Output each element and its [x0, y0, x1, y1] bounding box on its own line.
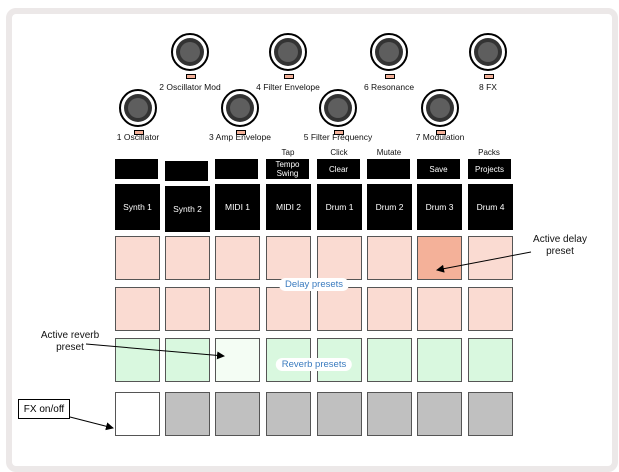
delay-preset-pad[interactable]	[215, 287, 260, 331]
knob[interactable]	[268, 32, 308, 72]
track-button[interactable]: Drum 4	[468, 184, 513, 230]
track-button[interactable]: MIDI 1	[215, 184, 260, 230]
track-button[interactable]: Drum 1	[317, 184, 362, 230]
reverb-preset-pad[interactable]	[115, 338, 160, 382]
fx-pad[interactable]	[266, 392, 311, 436]
delay-preset-pad[interactable]	[367, 287, 412, 331]
fx-pad[interactable]	[417, 392, 462, 436]
fx-onoff-callout: FX on/off	[18, 399, 70, 419]
knob-led	[484, 74, 494, 79]
delay-preset-pad[interactable]	[468, 287, 513, 331]
track-button[interactable]: Drum 3	[417, 184, 462, 230]
delay-preset-pad[interactable]	[417, 287, 462, 331]
delay-preset-pad[interactable]	[165, 236, 210, 280]
reverb-preset-pad[interactable]	[165, 338, 210, 382]
knob[interactable]	[118, 88, 158, 128]
delay-preset-pad[interactable]	[115, 287, 160, 331]
delay-preset-pad[interactable]	[266, 287, 311, 331]
knob[interactable]	[420, 88, 460, 128]
fx-pad[interactable]	[367, 392, 412, 436]
fx-pad[interactable]	[468, 392, 513, 436]
track-button[interactable]: Synth 1	[115, 184, 160, 230]
fx-pad[interactable]	[115, 392, 160, 436]
function-button[interactable]: Projects	[468, 159, 511, 179]
delay-presets-label: Delay presets	[278, 278, 350, 291]
knob-label: 5 Filter Frequency	[303, 132, 373, 142]
active-delay-callout: Active delay preset	[520, 234, 600, 258]
reverb-preset-pad[interactable]	[215, 338, 260, 382]
knob-label: 1 Oscillator	[116, 132, 160, 142]
knob-led	[284, 74, 294, 79]
track-button[interactable]: MIDI 2	[266, 184, 311, 230]
track-button[interactable]: Synth 2	[165, 186, 210, 232]
reverb-preset-pad[interactable]	[367, 338, 412, 382]
knob-led	[334, 130, 344, 135]
fx-pad[interactable]	[165, 392, 210, 436]
delay-preset-pad[interactable]	[317, 236, 362, 280]
fx-pad[interactable]	[215, 392, 260, 436]
function-button[interactable]: Clear	[317, 159, 360, 179]
knob-label: 8 FX	[479, 82, 497, 92]
knob-led	[436, 130, 446, 135]
delay-preset-pad[interactable]	[266, 236, 311, 280]
tap-label: Tap	[281, 148, 295, 157]
delay-preset-pad[interactable]	[367, 236, 412, 280]
reverb-preset-pad[interactable]	[417, 338, 462, 382]
knob-label: 4 Filter Envelope	[256, 82, 320, 92]
track-button[interactable]: Drum 2	[367, 184, 412, 230]
knob-label: 2 Oscillator Mod	[159, 82, 221, 92]
delay-preset-pad[interactable]	[165, 287, 210, 331]
knob[interactable]	[220, 88, 260, 128]
knob-label: 7 Modulation	[415, 132, 465, 142]
delay-preset-pad[interactable]	[115, 236, 160, 280]
fx-pad[interactable]	[317, 392, 362, 436]
reverb-preset-pad[interactable]	[468, 338, 513, 382]
knob[interactable]	[369, 32, 409, 72]
function-button[interactable]	[115, 159, 158, 179]
click-label: Click	[330, 148, 348, 157]
knob-led	[385, 74, 395, 79]
delay-preset-pad[interactable]	[468, 236, 513, 280]
knob-label: 6 Resonance	[363, 82, 415, 92]
knob-label: 3 Amp Envelope	[209, 132, 271, 142]
delay-preset-pad[interactable]	[417, 236, 462, 280]
knob[interactable]	[468, 32, 508, 72]
fx-onoff-callout-text: FX on/off	[23, 403, 65, 415]
function-button[interactable]: Tempo Swing	[266, 159, 309, 179]
reverb-presets-label: Reverb presets	[275, 358, 353, 371]
active-reverb-callout: Active reverb preset	[32, 330, 108, 354]
mutate-label: Mutate	[376, 148, 402, 157]
active-delay-callout-text: Active delay preset	[533, 234, 587, 257]
function-button[interactable]	[165, 161, 208, 181]
delay-preset-pad[interactable]	[215, 236, 260, 280]
function-button[interactable]: Save	[417, 159, 460, 179]
knob-led	[236, 130, 246, 135]
knob-led	[134, 130, 144, 135]
delay-preset-pad[interactable]	[317, 287, 362, 331]
active-reverb-callout-text: Active reverb preset	[40, 330, 100, 353]
function-button[interactable]	[367, 159, 410, 179]
packs-label: Packs	[478, 148, 500, 157]
knob-led	[186, 74, 196, 79]
knob[interactable]	[318, 88, 358, 128]
knob[interactable]	[170, 32, 210, 72]
function-button[interactable]	[215, 159, 258, 179]
diagram-frame	[6, 8, 618, 472]
